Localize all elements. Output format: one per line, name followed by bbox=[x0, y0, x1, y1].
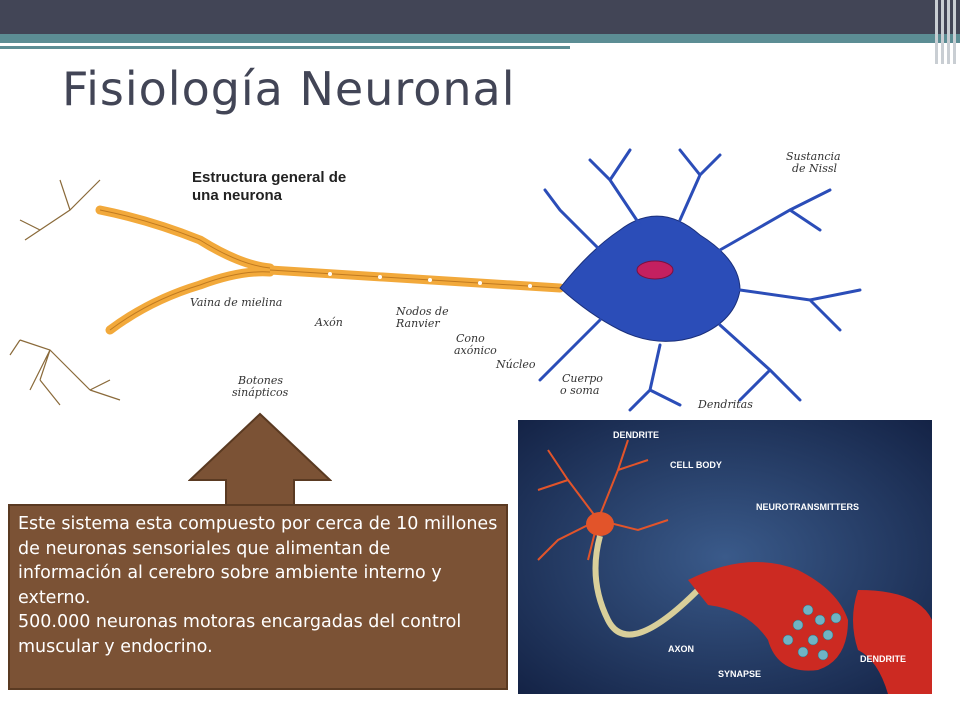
label-neurotransmitters: NEUROTRANSMITTERS bbox=[756, 502, 859, 512]
label-dendrite: DENDRITE bbox=[613, 430, 659, 440]
synapse-figure: DENDRITE CELL BODY NEUROTRANSMITTERS AXO… bbox=[518, 420, 932, 694]
neuron-structure-figure: Estructura general de una neurona Sustan… bbox=[0, 140, 880, 420]
figure-heading-line1: Estructura general de bbox=[192, 169, 346, 186]
info-text-box: Este sistema esta compuesto por cerca de… bbox=[8, 504, 508, 690]
label-nodos-1: Nodos de bbox=[395, 305, 449, 318]
label-sustancia-2: de Nissl bbox=[792, 162, 837, 175]
accent-divider bbox=[570, 52, 890, 54]
label-synapse: SYNAPSE bbox=[718, 669, 761, 679]
label-nodos-2: Ranvier bbox=[395, 317, 440, 330]
header-band bbox=[0, 0, 960, 34]
corner-decoration bbox=[930, 0, 960, 64]
label-cell-body: CELL BODY bbox=[670, 460, 722, 470]
label-axon-en: AXON bbox=[668, 644, 694, 654]
accent-thin-stripe bbox=[0, 46, 570, 49]
info-paragraph-1: Este sistema esta compuesto por cerca de… bbox=[18, 514, 498, 608]
label-botones-2: sinápticos bbox=[232, 386, 289, 399]
label-cono-2: axónico bbox=[454, 344, 497, 357]
figure-heading-line2: una neurona bbox=[192, 187, 283, 204]
label-axon: Axón bbox=[314, 316, 343, 329]
label-dendritas: Dendritas bbox=[697, 398, 753, 411]
label-cuerpo-1: Cuerpo bbox=[562, 372, 603, 385]
info-paragraph-2: 500.000 neuronas motoras encargadas del … bbox=[18, 612, 462, 657]
label-cuerpo-2: o soma bbox=[560, 384, 599, 397]
label-botones-1: Botones bbox=[237, 374, 283, 387]
nucleus-shape bbox=[636, 260, 674, 280]
accent-stripe bbox=[0, 34, 960, 43]
label-sustancia-1: Sustancia bbox=[786, 150, 841, 163]
label-vaina: Vaina de mielina bbox=[190, 296, 282, 309]
slide-title: Fisiología Neuronal bbox=[62, 62, 516, 116]
label-cono-1: Cono bbox=[456, 332, 485, 345]
label-dendrite-2: DENDRITE bbox=[860, 654, 906, 664]
label-nucleo: Núcleo bbox=[495, 358, 536, 371]
up-arrow-icon bbox=[188, 412, 332, 512]
